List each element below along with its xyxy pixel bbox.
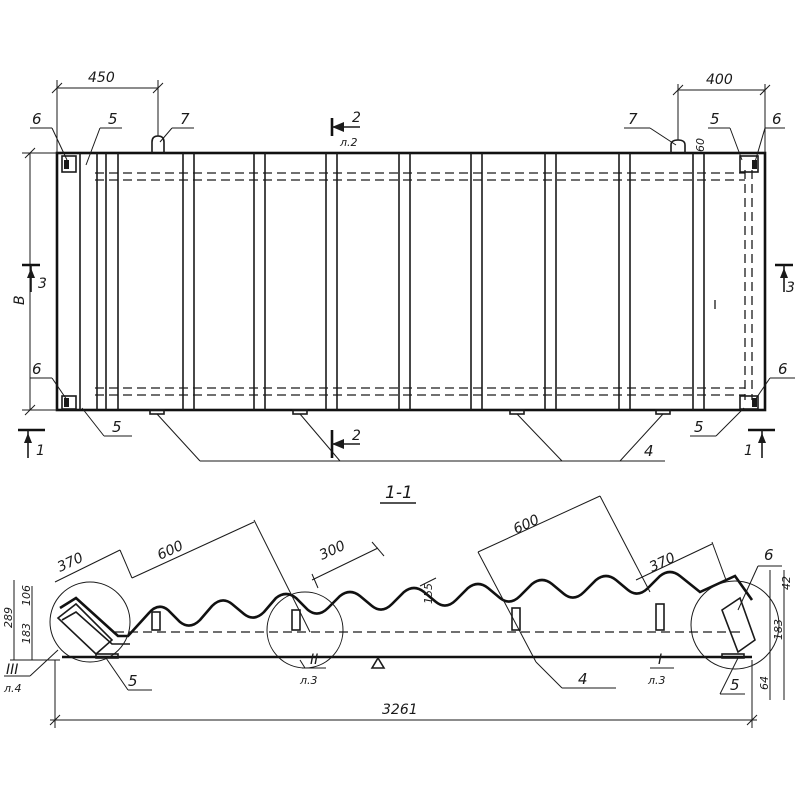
callout-6-top-left: 6: [32, 110, 42, 128]
callout-4-bottom: 4: [644, 442, 654, 460]
section-2-top-sheet: л.2: [339, 136, 358, 149]
detail-III-label: III: [6, 662, 18, 678]
detail-III-sheet: л.4: [3, 682, 22, 695]
dim-450: 450: [88, 70, 115, 86]
callout-7-top-left: 7: [180, 110, 190, 128]
plan-ribs: [105, 153, 705, 410]
section-view: 1-1 370 600: [2, 483, 793, 728]
callout-6-top-right: 6: [772, 110, 782, 128]
callout-6-mid-left: 6: [32, 360, 42, 378]
detail-circle-III: [49, 581, 131, 663]
callout-5-section-right: 5: [730, 676, 740, 694]
detail-I-label: I: [658, 652, 662, 668]
dim-300: 300: [317, 538, 348, 564]
section-1-right: 1: [744, 443, 753, 459]
corrugated-profile: [59, 570, 754, 638]
dim-60: 60: [694, 138, 707, 152]
dim-600-left: 600: [155, 538, 186, 564]
dim-B: B: [12, 295, 28, 305]
plan-outline: [55, 151, 767, 412]
callout-5-section-left: 5: [128, 672, 138, 690]
detail-circle-I: [690, 580, 780, 670]
section-title: 1-1: [385, 483, 413, 503]
callout-5-bottom-left: 5: [112, 418, 122, 436]
dim-155: 155: [422, 583, 435, 604]
dim-400: 400: [706, 72, 733, 88]
plan-view: 450 400 60 B 2 л.2 2 1: [12, 70, 795, 462]
callout-6-mid-right: 6: [778, 360, 788, 378]
dim-600-right: 600: [511, 512, 542, 538]
dim-370-left: 370: [55, 550, 86, 576]
detail-II-sheet: л.3: [299, 674, 318, 687]
dim-64: 64: [758, 676, 771, 690]
callout-4-section: 4: [578, 670, 588, 688]
section-2-bottom-num: 2: [352, 428, 361, 444]
dim-106: 106: [20, 585, 33, 606]
detail-I-sheet: л.3: [647, 674, 666, 687]
detail-II-label: II: [310, 652, 318, 668]
section-1-left: 1: [36, 443, 45, 459]
section-3-right: 3: [786, 280, 795, 296]
dim-289: 289: [2, 607, 15, 628]
callout-6-section: 6: [764, 546, 774, 564]
callout-5-bottom-right: 5: [694, 418, 704, 436]
section-2-top-num: 2: [352, 110, 361, 126]
callout-7-top-right: 7: [628, 110, 638, 128]
callout-5-top-left: 5: [108, 110, 118, 128]
dim-42: 42: [780, 576, 793, 590]
dim-183-right: 183: [772, 619, 785, 640]
dim-183-left: 183: [20, 623, 33, 644]
callout-5-top-right: 5: [710, 110, 720, 128]
dim-3261: 3261: [382, 702, 418, 718]
section-3-left: 3: [38, 276, 47, 292]
